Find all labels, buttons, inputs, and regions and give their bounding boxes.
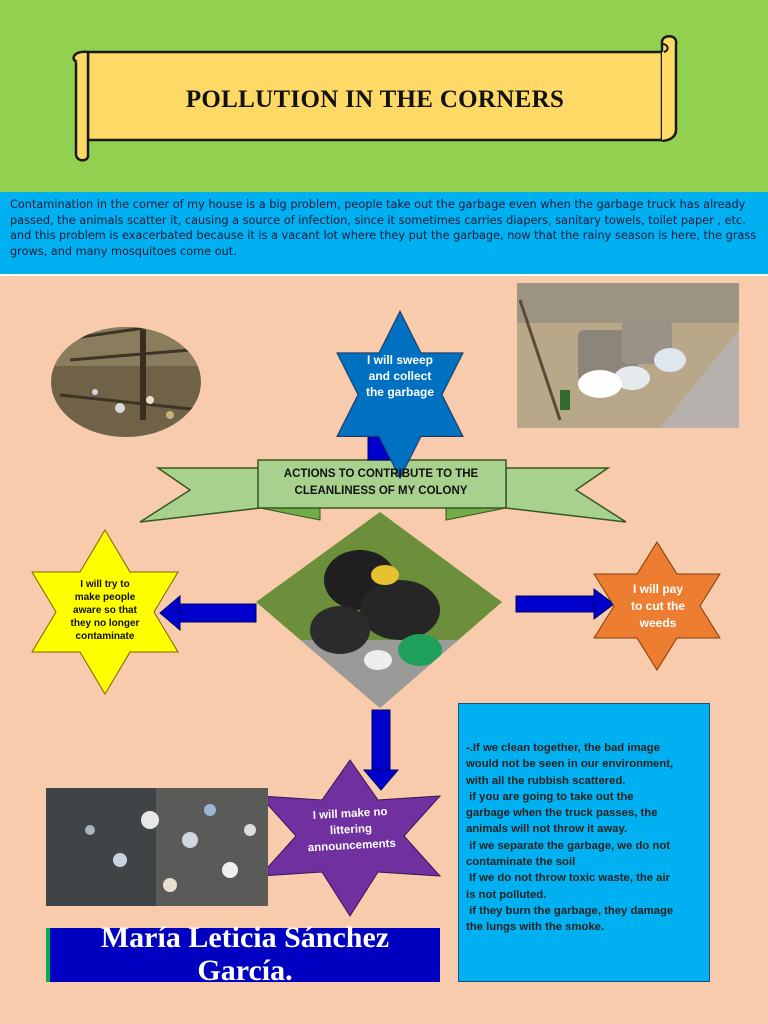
reasons-line: If we do not throw toxic waste, the air (466, 872, 670, 885)
reasons-text: -.If we clean together, the bad image wo… (466, 740, 706, 936)
title-scroll (72, 35, 678, 162)
author-name-line2: García. (197, 954, 293, 987)
actions-heading: ACTIONS TO CONTRIBUTE TO THE CLEANLINESS… (258, 466, 504, 500)
garbage-pile-photo (256, 512, 502, 708)
star-left-line: I will try to (80, 579, 130, 590)
star-left (31, 529, 179, 695)
reasons-box (458, 703, 710, 982)
reasons-line: if you are going to take out the (466, 790, 634, 803)
corner-litter-photo (51, 327, 201, 437)
reasons-line: with all the rubbish scattered. (466, 774, 626, 787)
reasons-line: -.If we clean together, the bad image (466, 742, 660, 754)
star-left-line: aware so that (73, 605, 137, 616)
star-right (593, 541, 721, 671)
star-top-line: and collect (368, 369, 432, 383)
reasons-line: garbage when the truck passes, the (466, 807, 658, 820)
bins-photo (517, 283, 739, 428)
star-top-text: I will sweep and collect the garbage (345, 352, 455, 400)
arrow-down (362, 709, 400, 791)
reasons-line: animals will not throw it away. (466, 823, 628, 836)
star-left-line: they no longer (70, 618, 140, 629)
reasons-line: if they burn the garbage, they damage (466, 904, 674, 917)
author-name: María Leticia Sánchez García. (50, 921, 440, 987)
star-left-text: I will try to make people aware so that … (52, 578, 158, 643)
actions-heading-line2: CLEANLINESS OF MY COLONY (294, 485, 468, 497)
star-left-line: make people (74, 592, 136, 603)
star-right-line: weeds (639, 616, 677, 630)
star-left-line: contaminate (75, 631, 135, 642)
actions-heading-line1: ACTIONS TO CONTRIBUTE TO THE (283, 468, 479, 480)
reasons-line: contaminate the soil (466, 856, 576, 869)
star-right-line: to cut the (631, 599, 685, 613)
star-right-line: I will pay (632, 582, 683, 596)
reasons-line: the lungs with the smoke. (466, 921, 605, 934)
page-title: POLLUTION IN THE CORNERS (185, 86, 565, 113)
arrow-left (159, 594, 257, 632)
reasons-line: would not be seen in our environment, (466, 758, 674, 771)
star-top-line: the garbage (365, 385, 434, 399)
intro-text: Contamination in the corner of my house … (10, 198, 757, 258)
intro-panel (0, 192, 768, 274)
reasons-line: if we separate the garbage, we do not (466, 839, 671, 852)
star-right-text: I will pay to cut the weeds (612, 581, 704, 632)
star-bottom-text: I will make no littering announcements (295, 803, 407, 857)
actions-ribbon (139, 459, 627, 523)
arrow-right (515, 588, 615, 620)
litter-ground-photo (46, 788, 268, 906)
star-top-line: I will sweep (366, 353, 434, 367)
reasons-line: is not polluted. (466, 888, 547, 901)
author-banner (46, 928, 440, 982)
author-name-line1: María Leticia Sánchez (100, 921, 390, 954)
star-top (336, 310, 464, 480)
